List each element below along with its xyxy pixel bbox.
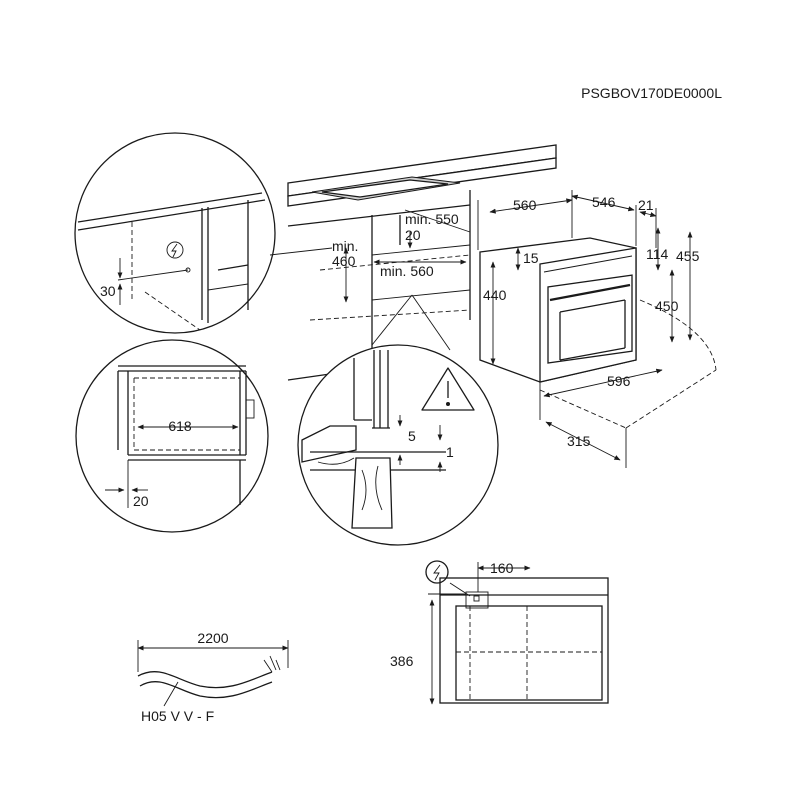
oven-drawing: [477, 190, 717, 468]
electric-socket-icon: [425, 560, 449, 584]
detail-circle-step: [297, 294, 499, 546]
niche-min-height-label: min.: [332, 238, 358, 254]
niche-min-width: min. 560: [380, 263, 434, 279]
inner-height: 450: [655, 298, 679, 314]
front-width: 596: [607, 373, 631, 389]
step-1: 1: [446, 444, 454, 460]
countertop: [287, 144, 557, 381]
panel-top: 114: [646, 246, 669, 262]
oven-rear-view: [428, 562, 609, 705]
oven-width: 560: [513, 197, 537, 213]
cable-length: 2200: [197, 630, 228, 646]
power-cable: [137, 640, 289, 707]
electric-socket-icon: [166, 241, 184, 259]
model-code: PSGBOV170DE0000L: [581, 85, 722, 101]
warning-icon: [421, 367, 475, 411]
total-height: 455: [676, 248, 700, 264]
niche-gap: 20: [405, 227, 421, 243]
oven-depth: 546: [592, 194, 616, 210]
niche-min-height: 460: [332, 253, 356, 269]
top-gap: 15: [523, 250, 539, 266]
socket-height-rear: 386: [390, 653, 414, 669]
front-panel: 21: [638, 197, 654, 213]
socket-offset: 160: [490, 560, 514, 576]
socket-height: 30: [100, 283, 116, 299]
step-5: 5: [408, 428, 416, 444]
cable-type: H05 V V - F: [141, 708, 214, 724]
inner-width: 618: [168, 418, 192, 434]
detail-circle-socket: [74, 132, 333, 334]
side-gap: 20: [133, 493, 149, 509]
front-height: 440: [483, 287, 507, 303]
niche-min-depth: min. 550: [405, 211, 459, 227]
detail-circle-width: [75, 339, 269, 533]
door-swing: 315: [567, 433, 591, 449]
